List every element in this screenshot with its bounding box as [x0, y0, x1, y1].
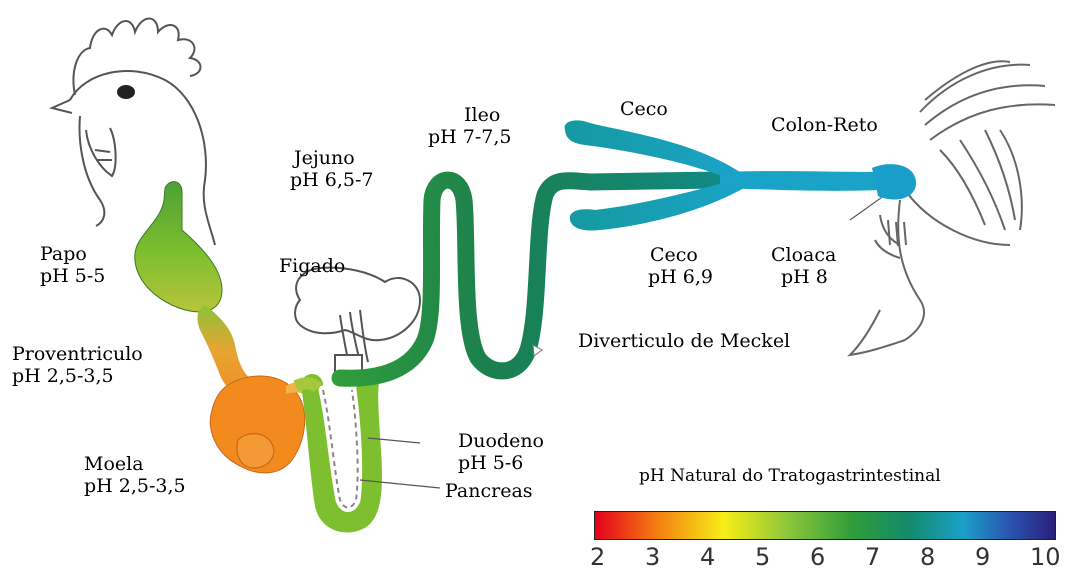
ph-tick-7: 7	[865, 543, 880, 571]
rooster-body-outline	[850, 61, 1055, 355]
ph-tick-2: 2	[590, 543, 605, 571]
cloaca-name: Cloaca	[771, 244, 836, 266]
proventriculus-ph: pH 2,5-3,5	[12, 365, 143, 387]
rooster-head-outline	[52, 19, 215, 246]
proventriculus-name: Proventriculo	[12, 343, 143, 365]
gizzard-label: Moela pH 2,5-3,5	[84, 453, 186, 497]
ph-tick-4: 4	[700, 543, 715, 571]
colon-rectum	[720, 171, 880, 191]
pancreas-label: Pancreas	[445, 480, 533, 502]
ph-tick-6: 6	[810, 543, 825, 571]
caecum-top-label: Ceco	[620, 98, 668, 120]
caecum-top-name: Ceco	[620, 98, 668, 120]
duodenum-label: Duodeno pH 5-6	[458, 430, 544, 474]
meckel-label: Diverticulo de Meckel	[578, 330, 790, 352]
ph-scale-title: pH Natural do Tratogastrintestinal	[639, 466, 941, 486]
crop-shape	[135, 182, 222, 312]
meckel-name: Diverticulo de Meckel	[578, 330, 790, 352]
colon-label: Colon-Reto	[771, 114, 878, 136]
ph-tick-10: 10	[1030, 543, 1061, 571]
duodenum-ph: pH 5-6	[458, 452, 544, 474]
jejunum-ph: pH 6,5-7	[290, 169, 374, 191]
ph-tick-9: 9	[975, 543, 990, 571]
ph-tick-5: 5	[755, 543, 770, 571]
crop-name: Papo	[40, 243, 105, 265]
liver-label: Figado	[279, 255, 345, 277]
proventriculus-label: Proventriculo pH 2,5-3,5	[12, 343, 143, 387]
cloaca-label: Cloaca pH 8	[771, 244, 836, 288]
caecum-bottom-label: Ceco pH 6,9	[648, 244, 713, 288]
caecum-bottom-name: Ceco	[648, 244, 713, 266]
ph-color-bar	[594, 511, 1056, 540]
ph-tick-3: 3	[645, 543, 660, 571]
crop-label: Papo pH 5-5	[40, 243, 105, 287]
ileum-label: Ileo pH 7-7,5	[428, 104, 512, 148]
gizzard-name: Moela	[84, 453, 186, 475]
colon-name: Colon-Reto	[771, 114, 878, 136]
liver-name: Figado	[279, 255, 345, 277]
cloaca-shape	[872, 164, 916, 199]
caecum-bottom-ph: pH 6,9	[648, 266, 713, 288]
ileum-ph: pH 7-7,5	[428, 126, 512, 148]
gizzard-duodenum-join	[296, 383, 318, 388]
pancreas-name: Pancreas	[445, 480, 533, 502]
ileum-name: Ileo	[428, 104, 512, 126]
caecum-top	[565, 120, 740, 180]
jejunum-name: Jejuno	[290, 147, 374, 169]
cloaca-ph: pH 8	[771, 266, 836, 288]
duodenum-name: Duodeno	[458, 430, 544, 452]
gizzard-ph: pH 2,5-3,5	[84, 475, 186, 497]
ph-tick-8: 8	[920, 543, 935, 571]
gizzard-detail	[237, 434, 274, 468]
jejunum-label: Jejuno pH 6,5-7	[290, 147, 374, 191]
crop-ph: pH 5-5	[40, 265, 105, 287]
